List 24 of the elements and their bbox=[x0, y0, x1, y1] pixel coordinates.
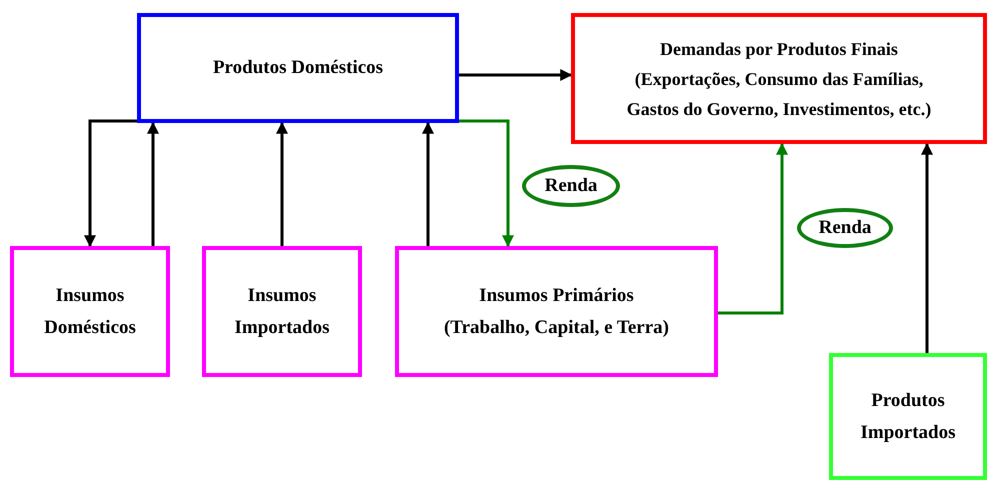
arrow bbox=[459, 120, 514, 248]
arrow bbox=[84, 120, 137, 248]
box-subtitle: (Trabalho, Capital, e Terra) bbox=[442, 316, 670, 340]
box-title: Renda bbox=[818, 216, 872, 240]
box-title: Produtos Domésticos bbox=[212, 56, 384, 80]
arrow bbox=[422, 122, 434, 246]
process-box bbox=[571, 13, 987, 144]
arrow bbox=[147, 122, 159, 246]
box-title: Insumos Primários bbox=[478, 284, 635, 308]
process-box bbox=[395, 246, 718, 377]
box-title: Demandas por Produtos Finais bbox=[659, 38, 899, 61]
box-title: Insumos Importados bbox=[233, 284, 330, 340]
arrow bbox=[718, 142, 788, 314]
box-title: Renda bbox=[544, 174, 598, 198]
process-box bbox=[202, 246, 362, 377]
box-title: Produtos Importados bbox=[859, 388, 956, 444]
arrow bbox=[921, 142, 933, 353]
box-title: Insumos Domésticos bbox=[43, 284, 137, 340]
arrow bbox=[276, 122, 288, 246]
arrow bbox=[459, 69, 572, 81]
box-subtitle: (Exportações, Consumo das Famílias, Gastos do Governo, Investimentos, etc.) bbox=[626, 68, 932, 121]
process-box bbox=[10, 246, 170, 377]
process-box bbox=[829, 353, 987, 480]
process-box bbox=[137, 13, 459, 123]
